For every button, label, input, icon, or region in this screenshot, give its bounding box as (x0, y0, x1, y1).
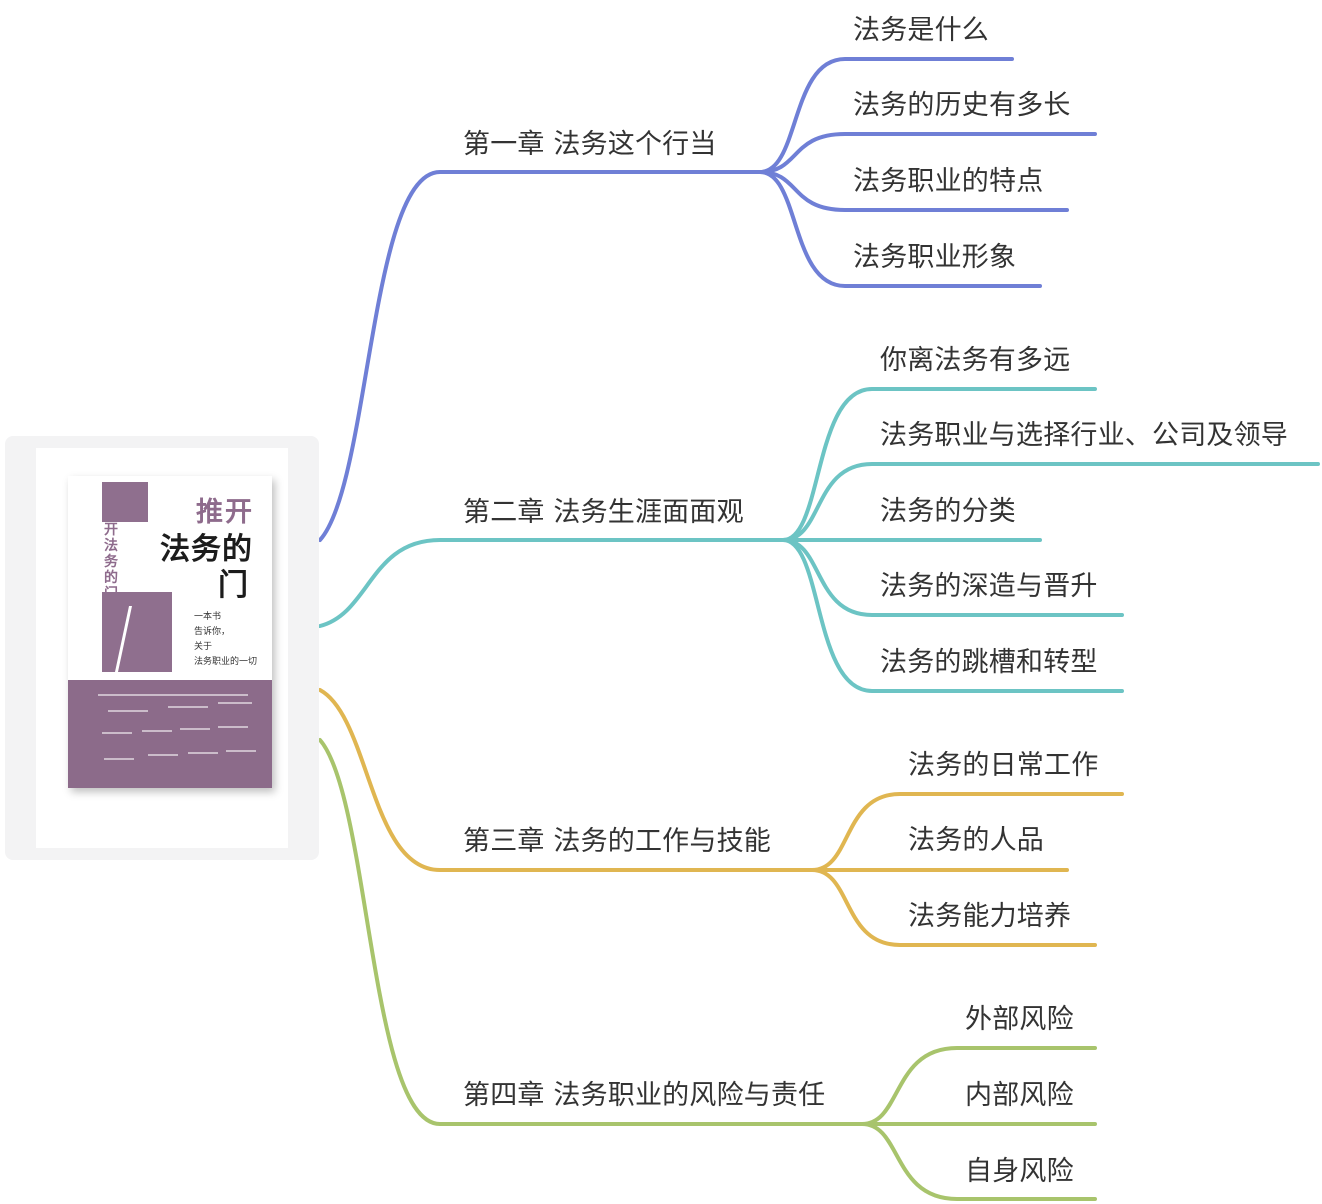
cover-title-line1: 推开 (196, 497, 254, 528)
connector-topic-3-3 (810, 868, 1097, 947)
connector-topic-1-1 (758, 57, 1014, 174)
cover-title-line3: 门 (218, 568, 248, 603)
connector-topic-2-2 (781, 462, 1320, 542)
topic-1-3[interactable]: 法务职业的特点 (853, 166, 1044, 197)
cover-endorsement-band (68, 680, 272, 788)
connector-chapter-2 (318, 538, 785, 628)
cover-door-graphic (102, 592, 172, 672)
topic-4-1[interactable]: 外部风险 (965, 1004, 1074, 1035)
cover-title-line2: 法务的 (160, 532, 253, 567)
cover-square-top (102, 482, 148, 522)
connector-topic-3-1 (810, 792, 1124, 872)
connector-topic-2-4 (781, 538, 1124, 617)
topic-4-3[interactable]: 自身风险 (965, 1156, 1074, 1187)
connector-chapter-1 (318, 170, 762, 542)
topic-2-1[interactable]: 你离法务有多远 (880, 345, 1071, 376)
topic-1-1[interactable]: 法务是什么 (853, 15, 989, 46)
topic-2-4[interactable]: 法务的深造与晋升 (880, 571, 1098, 602)
topic-2-3[interactable]: 法务的分类 (880, 496, 1016, 527)
topic-3-3[interactable]: 法务能力培养 (908, 901, 1072, 932)
connector-topic-4-3 (860, 1122, 1097, 1201)
connector-chapter-4 (318, 738, 864, 1126)
connector-topic-1-4 (758, 170, 1042, 288)
connector-topic-1-2 (758, 132, 1097, 174)
chapter-4-title[interactable]: 第四章 法务职业的风险与责任 (463, 1080, 826, 1111)
connector-topic-4-1 (860, 1046, 1097, 1126)
topic-3-1[interactable]: 法务的日常工作 (908, 750, 1099, 781)
chapter-2-title[interactable]: 第二章 法务生涯面面观 (463, 497, 744, 528)
connector-topic-1-3 (758, 170, 1069, 212)
connector-chapter-3 (318, 688, 814, 872)
topic-2-2[interactable]: 法务职业与选择行业、公司及领导 (880, 420, 1288, 451)
topic-2-5[interactable]: 法务的跳槽和转型 (880, 647, 1098, 678)
connector-topic-2-5 (781, 538, 1124, 693)
connector-topic-2-1 (781, 387, 1097, 542)
topic-1-2[interactable]: 法务的历史有多长 (853, 90, 1071, 121)
chapter-1-title[interactable]: 第一章 法务这个行当 (463, 129, 717, 160)
topic-3-2[interactable]: 法务的人品 (908, 825, 1044, 856)
topic-1-4[interactable]: 法务职业形象 (853, 242, 1017, 273)
chapter-3-title[interactable]: 第三章 法务的工作与技能 (463, 826, 771, 857)
cover-subtitle: 一本书 告诉你， 关于 法务职业的一切 (194, 612, 258, 667)
topic-4-2[interactable]: 内部风险 (965, 1080, 1074, 1111)
